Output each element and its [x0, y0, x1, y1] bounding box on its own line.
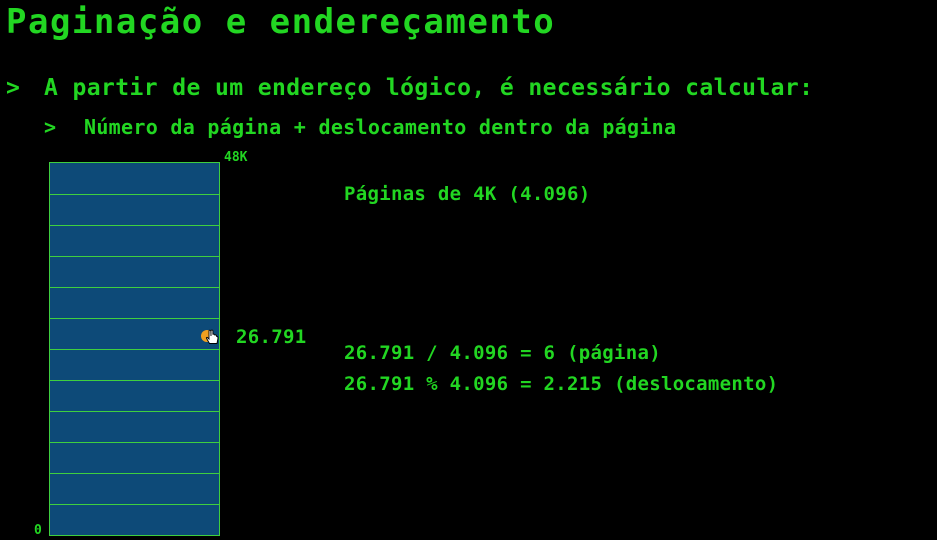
page-number-calculation: 26.791 / 4.096 = 6 (página): [344, 342, 661, 364]
page-divider: [50, 380, 219, 381]
page-divider: [50, 318, 219, 319]
page-divider: [50, 504, 219, 505]
hand-pointer-icon: [200, 327, 222, 347]
page-divider: [50, 411, 219, 412]
bullet-level-2: > Número da página + deslocamento dentro …: [44, 113, 676, 141]
bullet-level-1: > A partir de um endereço lógico, é neces…: [6, 72, 813, 104]
slide-title: Paginação e endereçamento: [6, 2, 556, 42]
page-divider: [50, 194, 219, 195]
page-size-text: Páginas de 4K (4.096): [344, 183, 591, 205]
page-divider: [50, 442, 219, 443]
memory-bottom-label: 0: [34, 523, 42, 538]
page-divider: [50, 473, 219, 474]
logical-address-label: 26.791: [236, 326, 307, 348]
page-divider: [50, 287, 219, 288]
bullet-text: Número da página + deslocamento dentro d…: [84, 115, 677, 139]
page-divider: [50, 225, 219, 226]
page-divider: [50, 256, 219, 257]
page-divider: [50, 349, 219, 350]
bullet-marker: >: [44, 115, 57, 139]
bullet-marker: >: [6, 75, 21, 101]
bullet-text: A partir de um endereço lógico, é necess…: [44, 75, 814, 101]
memory-pages-block: [49, 162, 220, 536]
memory-top-label: 48K: [224, 150, 248, 165]
offset-calculation: 26.791 % 4.096 = 2.215 (deslocamento): [344, 373, 779, 395]
